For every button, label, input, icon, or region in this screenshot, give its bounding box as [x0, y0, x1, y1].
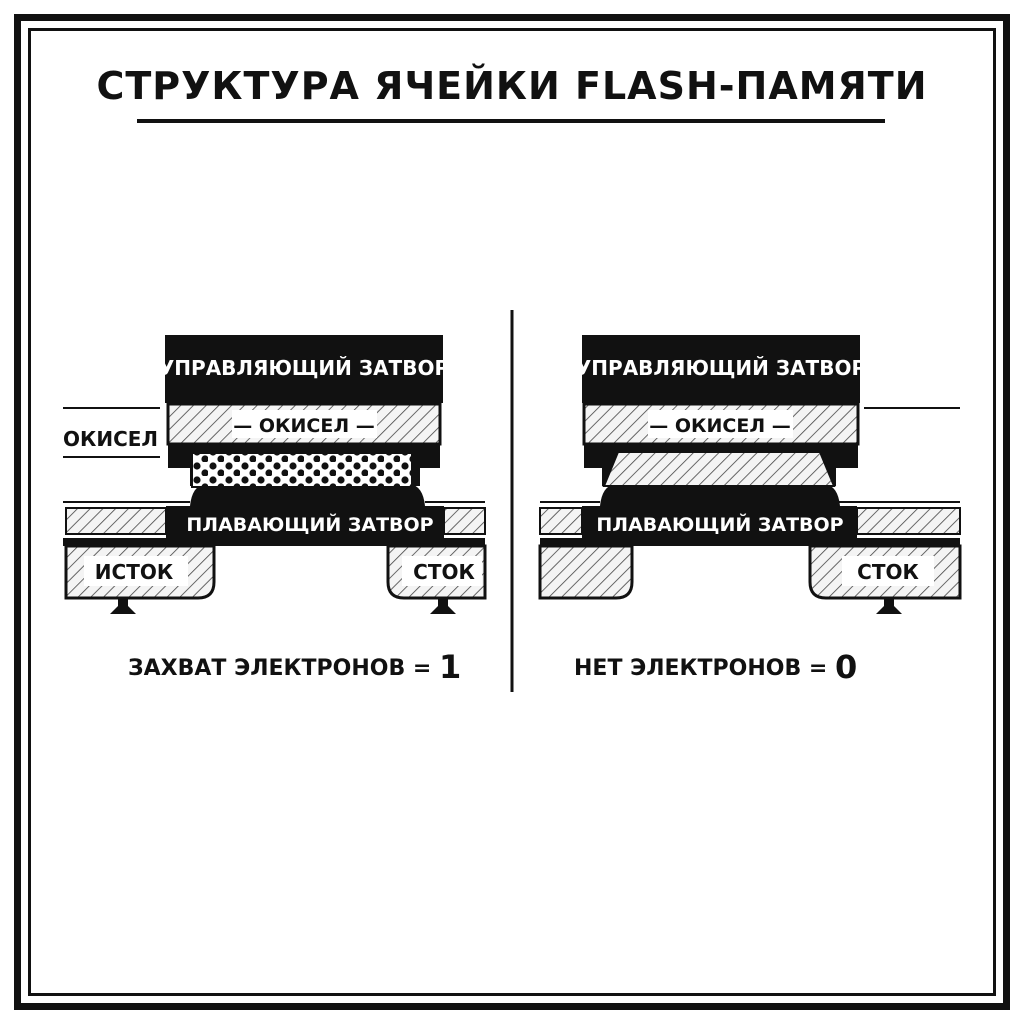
right-floating-gate-label: ПЛАВАЮЩИЙ ЗАТВОР	[596, 513, 843, 536]
right-floating-gate-band	[582, 484, 857, 540]
inner-frame	[28, 28, 996, 996]
left-drain-label-bg	[402, 556, 482, 586]
right-caption-value: 0	[835, 648, 858, 686]
left-oxide-side-label: ОКИСЕЛ	[63, 427, 158, 451]
right-oxide-label: — ОКИСЕЛ —	[649, 415, 791, 437]
left-control-gate	[165, 335, 443, 403]
page-title: СТРУКТУРА ЯЧЕЙКИ FLASH-ПАМЯТИ	[96, 64, 928, 108]
left-substrate-strip-right	[443, 507, 486, 535]
left-caption: ЗАХВАТ ЭЛЕКТРОНОВ = 1	[128, 648, 461, 686]
left-drain-terminal	[430, 598, 456, 614]
right-caption-text: НЕТ ЭЛЕКТРОНОВ =	[574, 656, 828, 681]
left-oxide-label-bg	[232, 410, 377, 438]
left-drain-label: СТОК	[413, 560, 475, 584]
left-trapped-electrons	[191, 452, 413, 488]
left-source-label-bg	[84, 556, 188, 586]
left-floating-gate-label: ПЛАВАЮЩИЙ ЗАТВОР	[186, 513, 433, 536]
right-control-gate-label: УПРАВЛЯЮЩИЙ ЗАТВОР	[576, 356, 866, 380]
left-source-terminal	[110, 598, 136, 614]
right-drain-terminal	[876, 598, 902, 614]
left-control-gate-label: УПРАВЛЯЮЩИЙ ЗАТВОР	[159, 356, 449, 380]
right-source-region	[538, 544, 634, 600]
left-caption-text: ЗАХВАТ ЭЛЕКТРОНОВ =	[128, 656, 432, 681]
left-cell: ОКИСЕЛ ПЛАВАЮЩИЙ ЗАТВОР — ОКИСЕЛ — УПРАВ…	[63, 335, 487, 614]
left-caption-value: 1	[439, 648, 462, 686]
right-oxide-label-bg	[648, 410, 793, 438]
right-base-band	[540, 538, 960, 546]
left-oxide-label: — ОКИСЕЛ —	[233, 415, 375, 437]
right-empty-floating-gate	[602, 451, 836, 487]
left-floating-gate-band	[166, 484, 444, 540]
title-underline	[137, 119, 885, 123]
right-substrate-strip-left	[539, 507, 583, 535]
right-drain-label-bg	[842, 556, 934, 586]
left-base-band	[63, 538, 485, 546]
right-substrate-strip-right	[856, 507, 961, 535]
left-source-label: ИСТОК	[95, 560, 174, 584]
left-substrate-strip-left	[65, 507, 167, 535]
right-control-gate	[582, 335, 860, 403]
right-cell: ПЛАВАЮЩИЙ ЗАТВОР — ОКИСЕЛ — УПРАВЛЯЮЩИЙ …	[538, 335, 962, 614]
right-drain-label: СТОК	[857, 560, 919, 584]
right-caption: НЕТ ЭЛЕКТРОНОВ = 0	[574, 648, 857, 686]
